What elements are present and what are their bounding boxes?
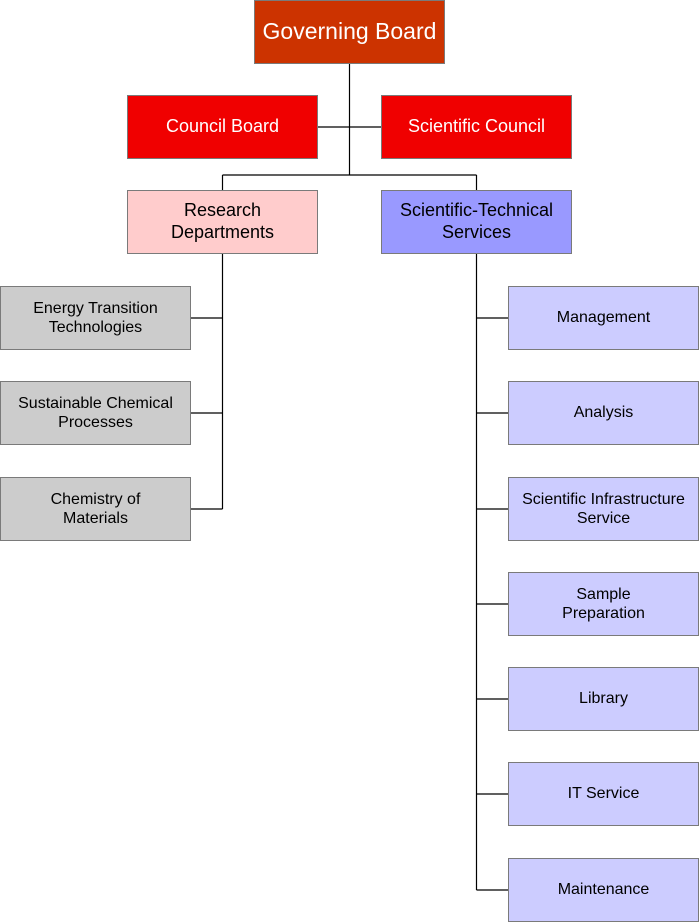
council-board-box: Council Board [127,95,318,159]
service-box-infrastructure: Scientific Infrastructure Service [508,477,699,541]
service-label: Library [579,690,628,708]
scientific-technical-services-label: Scientific-Technical Services [399,200,554,242]
governing-board-label: Governing Board [262,18,437,45]
department-label: Chemistry of Materials [50,490,141,527]
research-departments-label: Research Departments [170,200,275,242]
scientific-council-label: Scientific Council [407,116,546,137]
research-departments-box: Research Departments [127,190,318,254]
service-box-sample-preparation: Sample Preparation [508,572,699,636]
council-board-label: Council Board [165,116,280,137]
service-label: Management [556,309,651,327]
service-box-maintenance: Maintenance [508,858,699,922]
governing-board-box: Governing Board [254,0,445,64]
department-box-chemistry-materials: Chemistry of Materials [0,477,191,541]
scientific-council-box: Scientific Council [381,95,572,159]
service-box-management: Management [508,286,699,350]
service-label: Sample Preparation [562,585,645,622]
department-box-sustainable-chemical: Sustainable Chemical Processes [0,381,191,445]
service-box-library: Library [508,667,699,731]
service-label: Analysis [573,404,634,422]
service-box-it-service: IT Service [508,762,699,826]
scientific-technical-services-box: Scientific-Technical Services [381,190,572,254]
service-box-analysis: Analysis [508,381,699,445]
department-label: Sustainable Chemical Processes [18,394,173,431]
service-label: Scientific Infrastructure Service [522,490,685,527]
service-label: Maintenance [557,881,650,899]
department-box-energy-transition: Energy Transition Technologies [0,286,191,350]
service-label: IT Service [567,785,640,803]
department-label: Energy Transition Technologies [33,299,158,336]
